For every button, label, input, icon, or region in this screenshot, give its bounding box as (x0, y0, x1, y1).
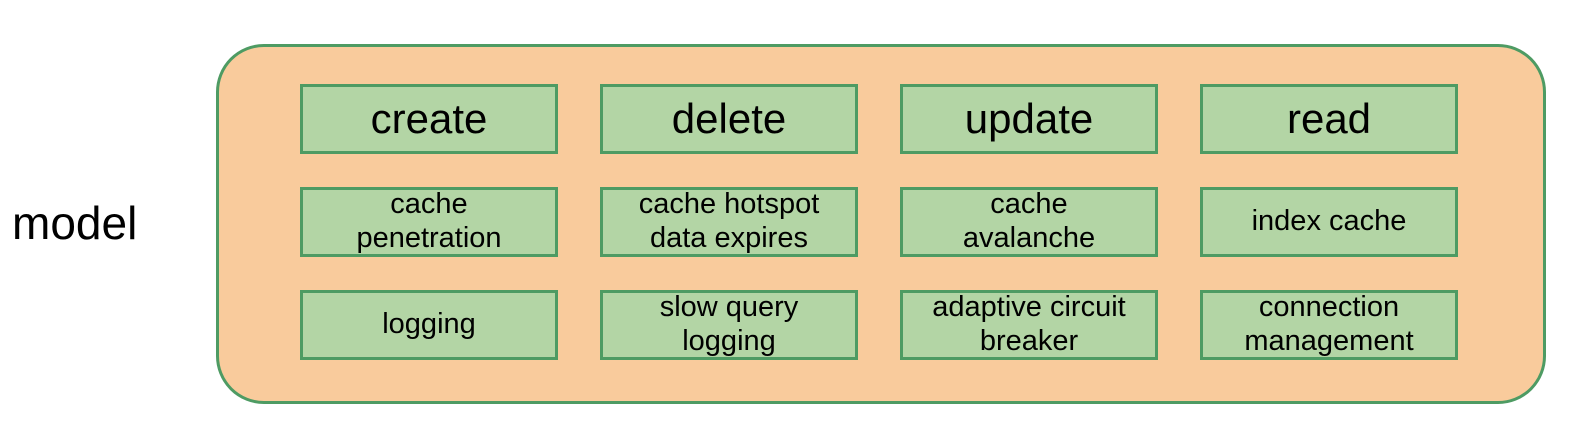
box-cache-avalanche: cache avalanche (900, 187, 1158, 257)
box-cache-penetration: cache penetration (300, 187, 558, 257)
box-logging: logging (300, 290, 558, 360)
box-cache-hotspot-data-expires: cache hotspot data expires (600, 187, 858, 257)
box-index-cache: index cache (1200, 187, 1458, 257)
box-adaptive-circuit-breaker: adaptive circuit breaker (900, 290, 1158, 360)
box-create: create (300, 84, 558, 154)
model-container: create delete update read cache penetrat… (216, 44, 1546, 404)
box-read: read (1200, 84, 1458, 154)
operations-grid: create delete update read cache penetrat… (219, 47, 1458, 360)
model-label: model (12, 197, 138, 249)
box-update: update (900, 84, 1158, 154)
box-delete: delete (600, 84, 858, 154)
box-slow-query-logging: slow query logging (600, 290, 858, 360)
box-connection-management: connection management (1200, 290, 1458, 360)
